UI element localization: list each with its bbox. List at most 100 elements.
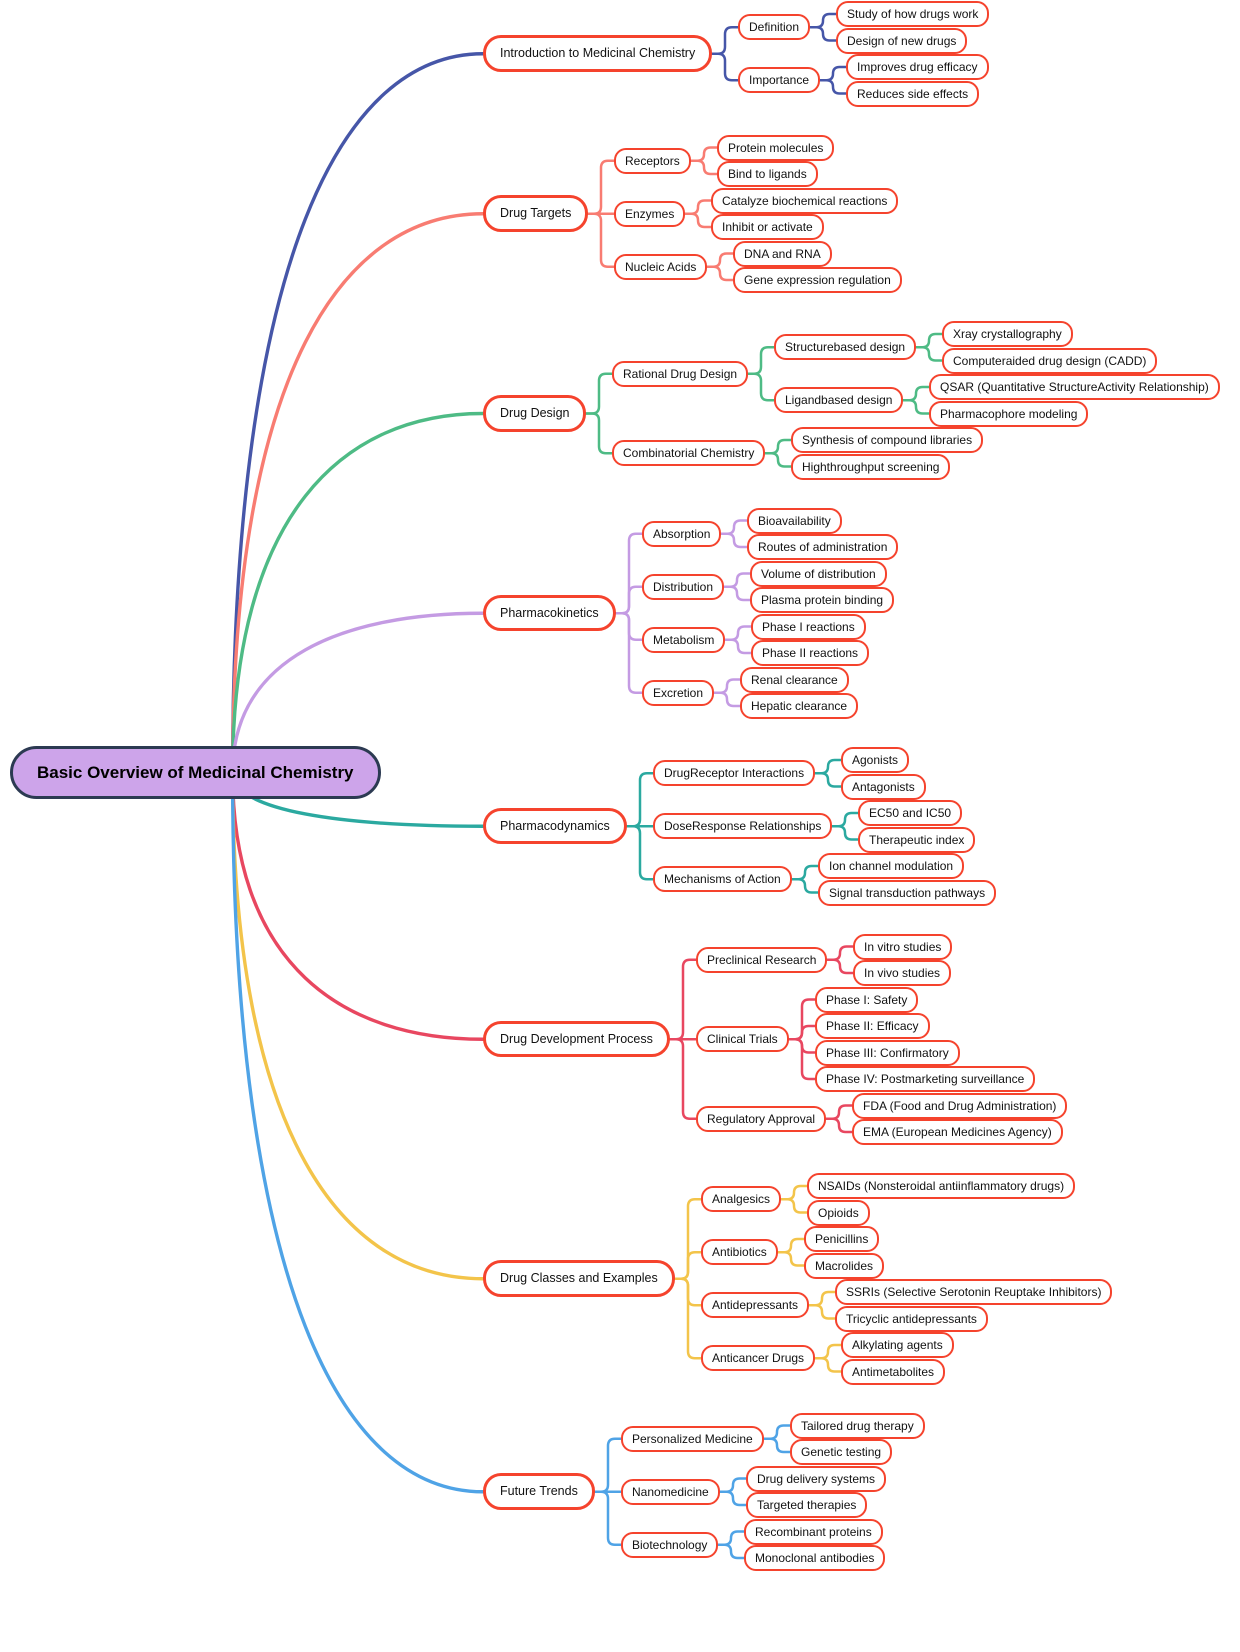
node-distribution[interactable]: Distribution bbox=[642, 573, 725, 600]
node-antimetabolites[interactable]: Antimetabolites bbox=[841, 1358, 946, 1385]
node-in-vitro-studies[interactable]: In vitro studies bbox=[853, 933, 953, 960]
node-phase-iii-confirmatory[interactable]: Phase III: Confirmatory bbox=[815, 1039, 960, 1066]
node-nsaids-nonsteroidal-antiinflammatory-drugs[interactable]: NSAIDs (Nonsteroidal antiinflammatory dr… bbox=[807, 1173, 1076, 1199]
connector-line bbox=[818, 79, 848, 95]
node-targeted-therapies[interactable]: Targeted therapies bbox=[746, 1492, 868, 1518]
node-fda-food-and-drug-administration[interactable]: FDA (Food and Drug Administration) bbox=[852, 1092, 1068, 1119]
node-tailored-drug-therapy[interactable]: Tailored drug therapy bbox=[790, 1412, 925, 1439]
node-macrolides[interactable]: Macrolides bbox=[804, 1252, 885, 1279]
node-xray-crystallography[interactable]: Xray crystallography bbox=[942, 321, 1073, 347]
node-opioids[interactable]: Opioids bbox=[807, 1199, 870, 1226]
node-genetic-testing[interactable]: Genetic testing bbox=[790, 1439, 893, 1465]
node-future-trends[interactable]: Future Trends bbox=[483, 1473, 595, 1510]
node-drug-development-process[interactable]: Drug Development Process bbox=[483, 1020, 670, 1058]
node-hepatic-clearance[interactable]: Hepatic clearance bbox=[740, 693, 859, 719]
root-node[interactable]: Basic Overview of Medicinal Chemistry bbox=[10, 746, 381, 800]
node-importance[interactable]: Importance bbox=[738, 67, 821, 94]
node-penicillins[interactable]: Penicillins bbox=[804, 1226, 880, 1252]
node-improves-drug-efficacy[interactable]: Improves drug efficacy bbox=[846, 54, 989, 80]
connector-line bbox=[593, 1437, 623, 1493]
node-pharmacokinetics[interactable]: Pharmacokinetics bbox=[483, 594, 616, 632]
node-catalyze-biochemical-reactions[interactable]: Catalyze biochemical reactions bbox=[711, 187, 899, 214]
node-introduction-to-medicinal-chemistry[interactable]: Introduction to Medicinal Chemistry bbox=[483, 35, 713, 72]
node-ssris-selective-serotonin-reuptake-inhibit[interactable]: SSRIs (Selective Serotonin Reuptake Inhi… bbox=[835, 1279, 1113, 1305]
node-excretion[interactable]: Excretion bbox=[642, 679, 715, 706]
node-alkylating-agents[interactable]: Alkylating agents bbox=[841, 1332, 954, 1358]
node-mechanisms-of-action[interactable]: Mechanisms of Action bbox=[653, 866, 792, 893]
node-ion-channel-modulation[interactable]: Ion channel modulation bbox=[818, 853, 965, 879]
node-inhibit-or-activate[interactable]: Inhibit or activate bbox=[711, 214, 824, 240]
node-phase-ii-reactions[interactable]: Phase II reactions bbox=[751, 640, 870, 666]
node-phase-i-safety[interactable]: Phase I: Safety bbox=[815, 986, 919, 1013]
node-definition[interactable]: Definition bbox=[738, 14, 811, 41]
connector-line bbox=[790, 864, 820, 881]
node-clinical-trials[interactable]: Clinical Trials bbox=[696, 1026, 789, 1053]
connector-line bbox=[763, 452, 793, 468]
node-ligandbased-design[interactable]: Ligandbased design bbox=[774, 387, 904, 414]
node-tricyclic-antidepressants[interactable]: Tricyclic antidepressants bbox=[835, 1305, 988, 1332]
node-antibiotics[interactable]: Antibiotics bbox=[701, 1239, 778, 1266]
node-routes-of-administration[interactable]: Routes of administration bbox=[747, 534, 899, 560]
node-highthroughput-screening[interactable]: Highthroughput screening bbox=[791, 453, 951, 480]
node-regulatory-approval[interactable]: Regulatory Approval bbox=[696, 1105, 827, 1132]
node-pharmacodynamics[interactable]: Pharmacodynamics bbox=[483, 807, 627, 845]
node-computeraided-drug-design-cadd[interactable]: Computeraided drug design (CADD) bbox=[942, 347, 1158, 374]
node-doseresponse-relationships[interactable]: DoseResponse Relationships bbox=[653, 813, 833, 840]
node-monoclonal-antibodies[interactable]: Monoclonal antibodies bbox=[744, 1545, 886, 1571]
node-study-of-how-drugs-work[interactable]: Study of how drugs work bbox=[836, 1, 990, 27]
node-qsar-quantitative-structureactivity-relati[interactable]: QSAR (Quantitative StructureActivity Rel… bbox=[929, 374, 1220, 400]
node-design-of-new-drugs[interactable]: Design of new drugs bbox=[836, 27, 968, 54]
connector-line bbox=[807, 1304, 837, 1320]
node-synthesis-of-compound-libraries[interactable]: Synthesis of compound libraries bbox=[791, 427, 984, 453]
connector-line bbox=[830, 811, 860, 828]
connector-line bbox=[762, 1437, 792, 1454]
node-antidepressants[interactable]: Antidepressants bbox=[701, 1292, 810, 1319]
node-nanomedicine[interactable]: Nanomedicine bbox=[621, 1478, 720, 1505]
connector-line bbox=[625, 772, 655, 828]
connector-line bbox=[776, 1237, 806, 1254]
node-ema-european-medicines-agency[interactable]: EMA (European Medicines Agency) bbox=[852, 1119, 1063, 1145]
node-antagonists[interactable]: Antagonists bbox=[841, 773, 926, 800]
node-rational-drug-design[interactable]: Rational Drug Design bbox=[612, 360, 749, 387]
node-plasma-protein-binding[interactable]: Plasma protein binding bbox=[750, 587, 895, 613]
connector-line bbox=[689, 146, 719, 162]
node-volume-of-distribution[interactable]: Volume of distribution bbox=[750, 560, 887, 587]
node-signal-transduction-pathways[interactable]: Signal transduction pathways bbox=[818, 879, 997, 906]
connector-line bbox=[779, 1184, 809, 1201]
node-dna-and-rna[interactable]: DNA and RNA bbox=[733, 240, 832, 267]
node-drugreceptor-interactions[interactable]: DrugReceptor Interactions bbox=[653, 760, 816, 787]
node-nucleic-acids[interactable]: Nucleic Acids bbox=[614, 253, 708, 280]
node-phase-iv-postmarketing-surveillance[interactable]: Phase IV: Postmarketing surveillance bbox=[815, 1066, 1036, 1092]
connector-line bbox=[914, 332, 944, 349]
node-anticancer-drugs[interactable]: Anticancer Drugs bbox=[701, 1345, 816, 1372]
node-bioavailability[interactable]: Bioavailability bbox=[747, 507, 842, 534]
node-in-vivo-studies[interactable]: In vivo studies bbox=[853, 960, 952, 986]
node-personalized-medicine[interactable]: Personalized Medicine bbox=[621, 1425, 764, 1452]
node-analgesics[interactable]: Analgesics bbox=[701, 1186, 782, 1213]
node-recombinant-proteins[interactable]: Recombinant proteins bbox=[744, 1518, 883, 1545]
node-agonists[interactable]: Agonists bbox=[841, 747, 910, 773]
node-phase-ii-efficacy[interactable]: Phase II: Efficacy bbox=[815, 1013, 930, 1039]
node-absorption[interactable]: Absorption bbox=[642, 520, 722, 547]
node-renal-clearance[interactable]: Renal clearance bbox=[740, 666, 849, 693]
node-ec50-and-ic50[interactable]: EC50 and IC50 bbox=[858, 800, 963, 826]
node-drug-design[interactable]: Drug Design bbox=[483, 395, 587, 432]
node-drug-delivery-systems[interactable]: Drug delivery systems bbox=[746, 1465, 887, 1492]
node-reduces-side-effects[interactable]: Reduces side effects bbox=[846, 80, 980, 107]
node-drug-targets[interactable]: Drug Targets bbox=[483, 195, 589, 232]
node-receptors[interactable]: Receptors bbox=[614, 147, 691, 174]
node-combinatorial-chemistry[interactable]: Combinatorial Chemistry bbox=[612, 440, 766, 467]
node-bind-to-ligands[interactable]: Bind to ligands bbox=[717, 161, 818, 187]
node-pharmacophore-modeling[interactable]: Pharmacophore modeling bbox=[929, 400, 1089, 427]
connector-line bbox=[722, 585, 752, 602]
node-metabolism[interactable]: Metabolism bbox=[642, 626, 726, 653]
node-protein-molecules[interactable]: Protein molecules bbox=[717, 134, 835, 161]
node-enzymes[interactable]: Enzymes bbox=[614, 200, 686, 227]
node-phase-i-reactions[interactable]: Phase I reactions bbox=[751, 613, 866, 640]
node-therapeutic-index[interactable]: Therapeutic index bbox=[858, 826, 976, 853]
node-drug-classes-and-examples[interactable]: Drug Classes and Examples bbox=[483, 1260, 675, 1297]
node-biotechnology[interactable]: Biotechnology bbox=[621, 1531, 719, 1558]
node-structurebased-design[interactable]: Structurebased design bbox=[774, 334, 917, 361]
node-gene-expression-regulation[interactable]: Gene expression regulation bbox=[733, 267, 902, 293]
node-preclinical-research[interactable]: Preclinical Research bbox=[696, 946, 828, 973]
